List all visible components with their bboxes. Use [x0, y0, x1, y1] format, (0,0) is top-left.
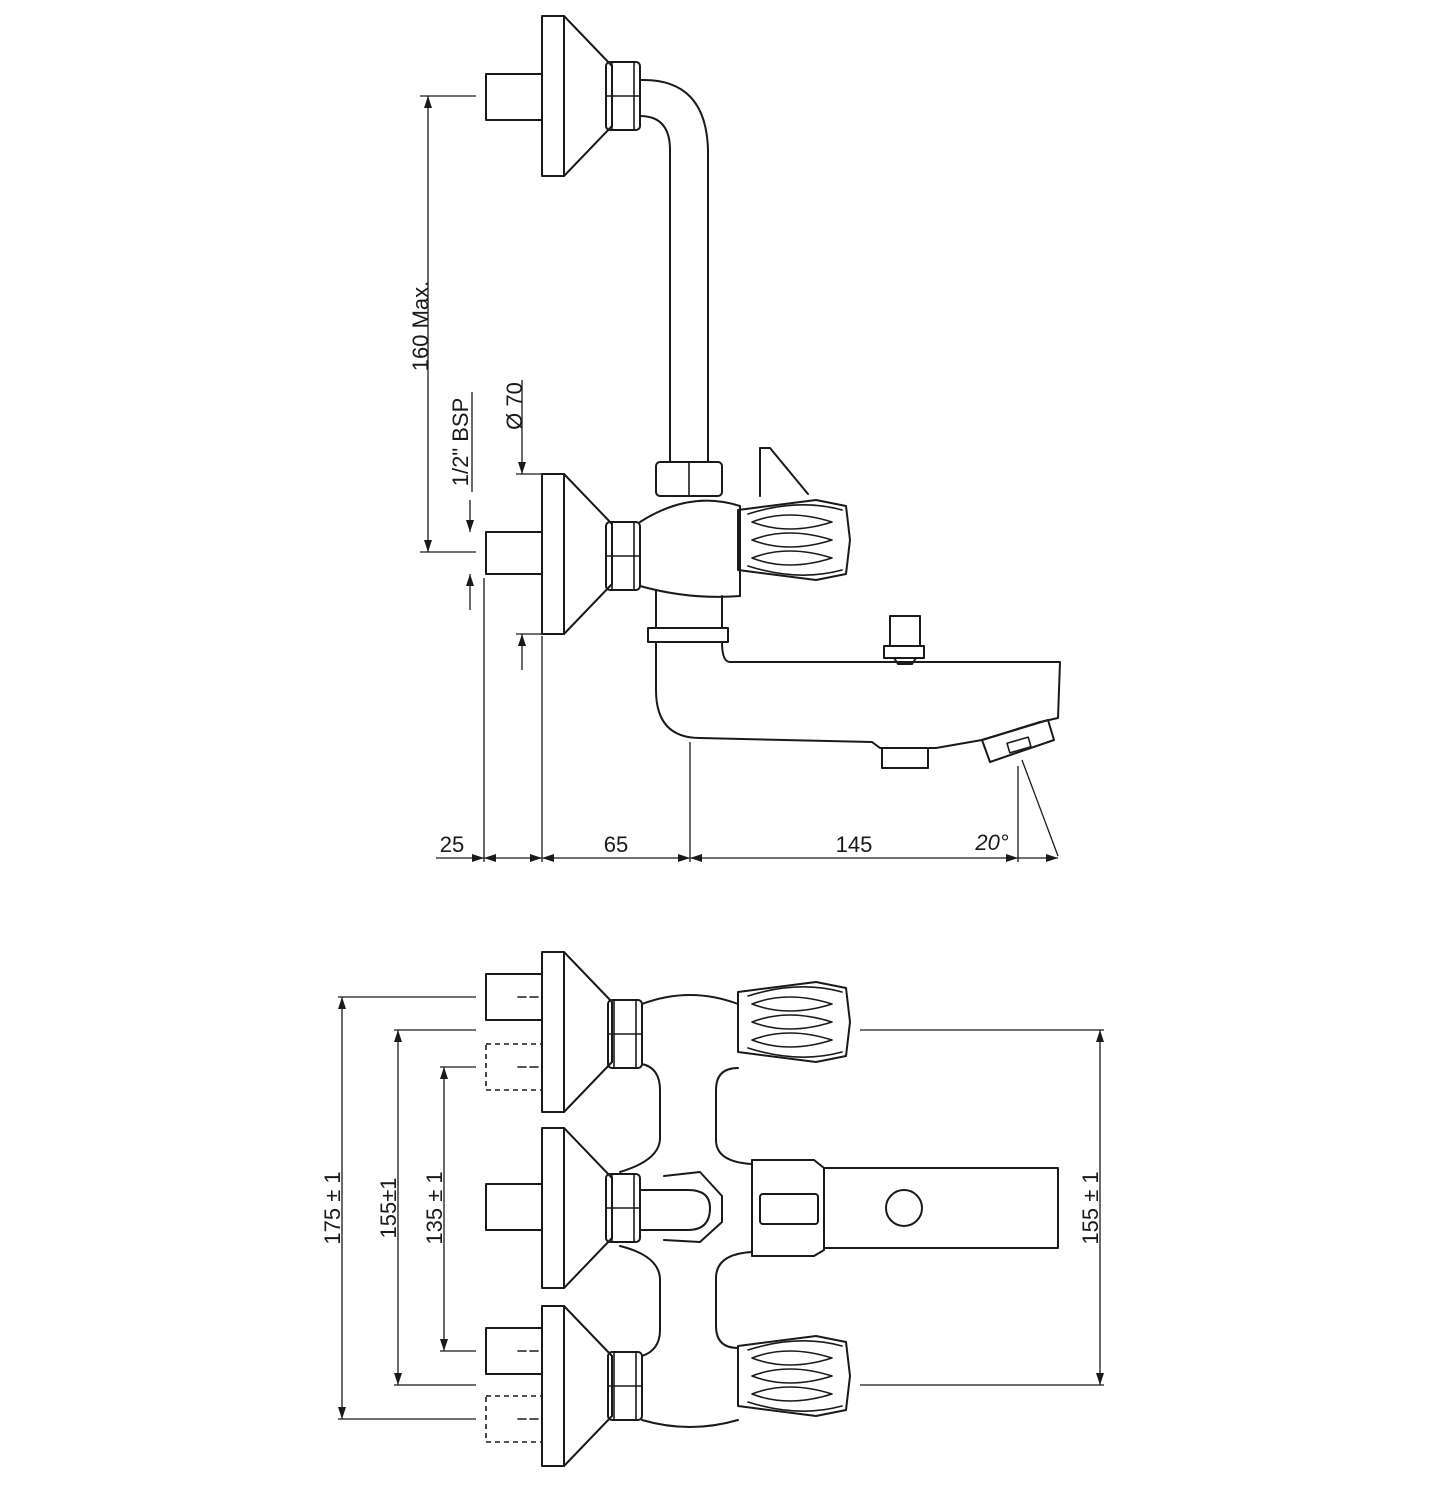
- top-knob: [737, 981, 851, 1063]
- dim-145: 145: [836, 832, 873, 857]
- bottom-inlet: [485, 1305, 643, 1467]
- dim-65: 65: [604, 832, 628, 857]
- dim-160-max: 160 Max.: [408, 281, 433, 372]
- side-dimensions: 160 Max. 1/2" BSP Ø 70: [408, 95, 1059, 862]
- dim-25: 25: [440, 832, 464, 857]
- middle-outlet: [485, 1127, 723, 1289]
- spout-top: [751, 1159, 1059, 1257]
- top-dimensions: 175 ± 1 155±1 135 ± 1 155 ± 1: [320, 996, 1104, 1420]
- bottom-knob: [737, 1335, 851, 1417]
- dim-155-right: 155 ± 1: [1078, 1171, 1103, 1244]
- dim-175: 175 ± 1: [320, 1171, 345, 1244]
- upper-inlet-fitting: [485, 15, 641, 177]
- dim-155-left: 155±1: [376, 1177, 401, 1238]
- riser-pipe: [639, 78, 709, 463]
- dim-flange-dia: Ø 70: [502, 382, 527, 430]
- mixer-body: [485, 447, 1061, 769]
- dim-thread-bsp: 1/2" BSP: [448, 398, 473, 487]
- top-body-outline: [619, 994, 753, 1428]
- top-view: 175 ± 1 155±1 135 ± 1 155 ± 1: [320, 951, 1104, 1467]
- top-inlet: [485, 951, 643, 1113]
- dim-20-deg: 20°: [974, 830, 1008, 855]
- dim-135: 135 ± 1: [422, 1171, 447, 1244]
- side-view: 160 Max. 1/2" BSP Ø 70: [408, 15, 1061, 862]
